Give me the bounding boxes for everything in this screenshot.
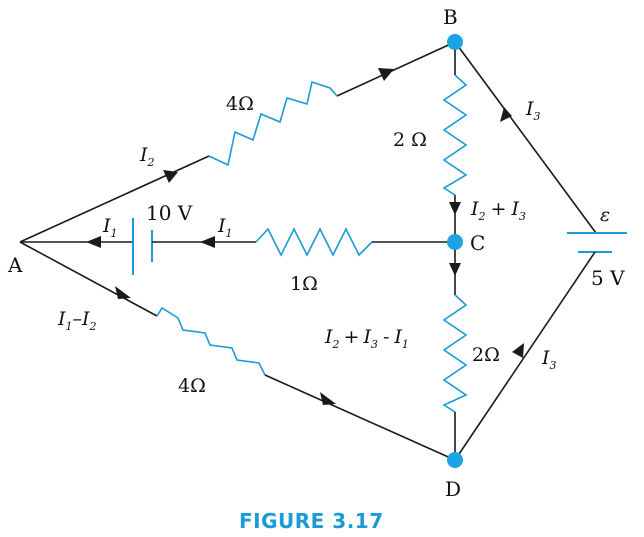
node-d: [447, 452, 463, 468]
arrow-i3-cell-b: [500, 107, 512, 122]
resistor-label-cd: 2Ω: [472, 344, 500, 366]
wire-cell-d: [454, 251, 596, 461]
node-label-b: B: [443, 5, 458, 29]
arrow-i1-from-1ohm: [200, 236, 215, 248]
current-label-i1-left: I1: [102, 215, 118, 240]
current-label-i1-right: I1: [217, 215, 233, 240]
resistor-label-ad: 4Ω: [178, 375, 206, 397]
node-b: [447, 34, 463, 50]
battery-right-emf-symbol: ε: [600, 204, 610, 226]
figure-caption: FIGURE 3.17: [239, 509, 384, 533]
resistor-ad: [156, 306, 266, 376]
arrow-i1-to-a: [86, 236, 101, 248]
current-label-i3-bottom: I3: [541, 347, 557, 372]
resistor-ab: [208, 80, 338, 167]
battery-left-voltage: 10 V: [146, 201, 193, 225]
resistor-ac: [255, 227, 373, 257]
node-c: [447, 234, 463, 250]
current-label-i2-top: I2: [139, 144, 155, 169]
current-label-i3-top: I3: [525, 98, 541, 123]
arrow-i2-top-b: [378, 68, 394, 81]
wire-bottom-d: [264, 374, 456, 461]
arrow-bottom-d: [320, 392, 336, 405]
wire-b-cell: [454, 41, 597, 234]
wire-top-b: [336, 41, 456, 97]
node-label-a: A: [7, 253, 23, 277]
current-label-i2-plus-i3-minus-i1: I2+I3-I1: [324, 326, 409, 351]
node-label-c: C: [470, 231, 485, 255]
node-label-d: D: [445, 477, 461, 501]
wire-a-top: [19, 155, 210, 243]
resistor-bc: [442, 74, 468, 196]
resistor-label-ab: 4Ω: [226, 93, 254, 115]
current-label-i1-minus-i2: I1–I2: [57, 308, 97, 333]
resistor-label-ac: 1Ω: [290, 273, 318, 295]
arrow-i2-a-top: [163, 170, 178, 183]
arrow-bc-down: [449, 202, 461, 215]
arrow-i3-d-cell: [512, 343, 524, 358]
arrow-i1i2-a-bottom: [115, 286, 131, 299]
current-label-i2-plus-i3: I2+I3: [470, 198, 526, 223]
wire-a-bottom: [19, 241, 158, 317]
resistor-cd: [442, 294, 468, 413]
battery-right-voltage: 5 V: [591, 266, 625, 290]
arrow-c-down: [449, 263, 461, 276]
resistor-label-bc: 2 Ω: [393, 129, 427, 151]
